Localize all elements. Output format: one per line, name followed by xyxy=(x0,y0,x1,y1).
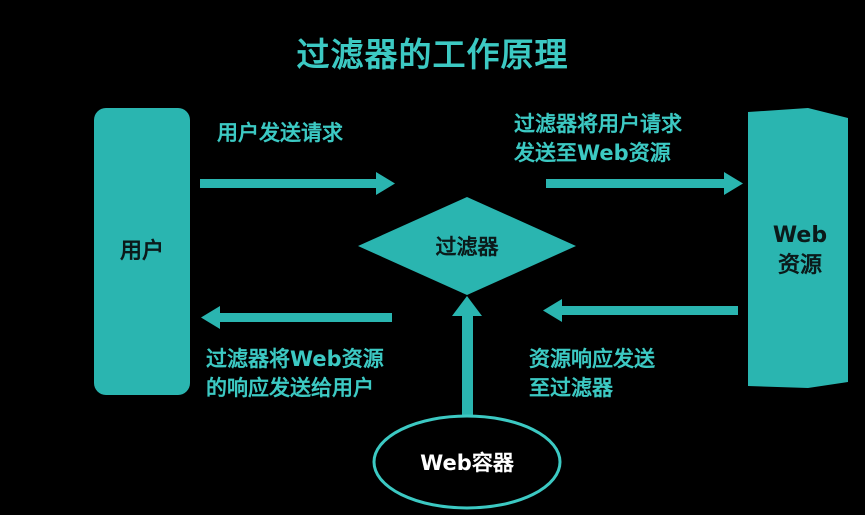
web-resource-label-line1: Web xyxy=(773,223,827,248)
arrow-web-to-filter xyxy=(543,299,738,322)
user-label: 用户 xyxy=(120,238,164,264)
diagram-title: 过滤器的工作原理 xyxy=(296,35,569,74)
label-filter-to-web-line2: 发送至Web资源 xyxy=(514,141,671,165)
web-resource-box xyxy=(748,108,848,388)
arrow-user-to-filter xyxy=(200,172,395,195)
filter-diamond xyxy=(358,197,576,295)
label-filter-to-user-line1: 过滤器将Web资源 xyxy=(206,347,384,371)
web-container-label: Web容器 xyxy=(420,451,515,475)
web-container-ellipse xyxy=(372,414,562,510)
label-resource-to-filter-line1: 资源响应发送 xyxy=(529,347,655,371)
arrow-filter-to-user xyxy=(201,306,392,329)
label-filter-to-user-line2: 的响应发送给用户 xyxy=(206,376,374,400)
filter-label: 过滤器 xyxy=(436,235,500,259)
label-filter-to-web-line1: 过滤器将用户请求 xyxy=(514,112,682,136)
web-resource-label-line2: 资源 xyxy=(778,253,822,278)
user-box xyxy=(94,108,190,395)
label-user-send: 用户发送请求 xyxy=(217,121,343,145)
label-resource-to-filter-line2: 至过滤器 xyxy=(529,376,613,400)
arrow-container-to-filter xyxy=(452,296,482,432)
arrow-filter-to-web xyxy=(546,172,743,195)
